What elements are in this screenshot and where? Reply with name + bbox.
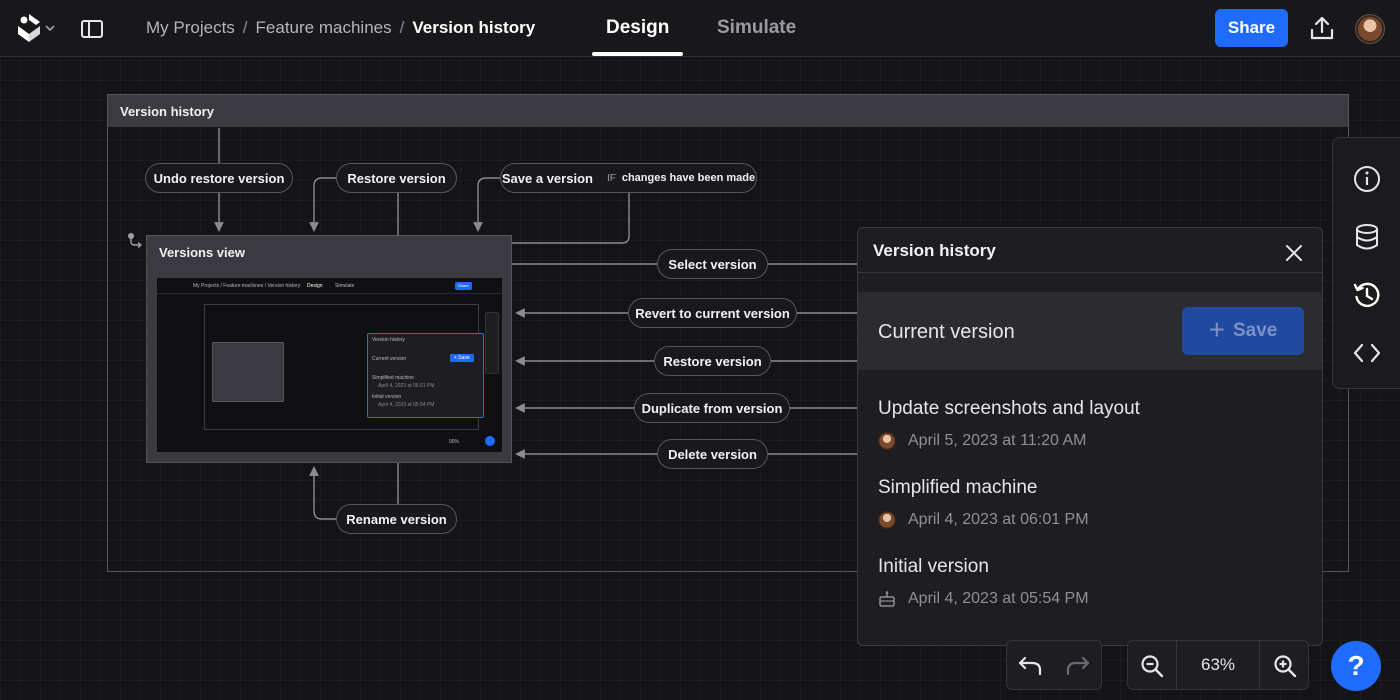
event-label: Save a version — [502, 171, 593, 186]
preview-item-name: Simplified machine — [372, 375, 414, 381]
preview-share-button: Share — [455, 282, 472, 290]
zoom-out-icon[interactable] — [1140, 654, 1164, 678]
event-label: Select version — [668, 257, 756, 272]
chevron-down-icon[interactable] — [44, 22, 56, 34]
event-label: Delete version — [668, 447, 757, 462]
version-name: Simplified machine — [878, 477, 1298, 499]
zoom-controls: 63% — [1127, 640, 1309, 690]
info-icon[interactable] — [1352, 164, 1382, 194]
zoom-level[interactable]: 63% — [1176, 641, 1260, 689]
code-icon[interactable] — [1352, 338, 1382, 368]
top-bar: My Projects / Feature machines / Version… — [0, 0, 1400, 57]
event-save-a-version[interactable]: Save a version IF changes have been made — [500, 163, 757, 193]
database-icon[interactable] — [1352, 222, 1382, 252]
author-avatar — [878, 432, 896, 450]
panel-divider — [858, 272, 1322, 273]
panel-title: Version history — [873, 241, 996, 261]
preview-zoom-level: 90% — [449, 439, 459, 445]
initial-state-icon — [127, 232, 143, 248]
plus-icon: + — [1209, 316, 1225, 344]
share-button[interactable]: Share — [1215, 9, 1288, 47]
history-icon[interactable] — [1352, 280, 1382, 310]
guard-condition: changes have been made — [622, 172, 755, 184]
version-list-item[interactable]: Initial version April 4, 2023 at 05:54 P… — [878, 556, 1298, 608]
current-version-row[interactable]: Current version + Save — [858, 292, 1322, 370]
preview-help-button — [485, 436, 495, 446]
tab-simulate[interactable]: Simulate — [717, 17, 796, 39]
preview-state-node — [212, 342, 284, 402]
version-date: April 5, 2023 at 11:20 AM — [908, 432, 1086, 450]
event-revert-to-current-version[interactable]: Revert to current version — [628, 298, 797, 328]
version-meta: April 4, 2023 at 05:54 PM — [878, 590, 1298, 608]
state-node-title: Versions view — [159, 245, 245, 260]
undo-icon[interactable] — [1017, 653, 1043, 679]
state-node-versions-view[interactable]: Versions view My Projects / Feature mach… — [146, 235, 512, 463]
version-list-item[interactable]: Simplified machine April 4, 2023 at 06:0… — [878, 477, 1298, 529]
right-tool-rail — [1332, 137, 1400, 389]
preview-share-label: Share — [458, 283, 469, 288]
event-restore-version-top[interactable]: Restore version — [336, 163, 457, 193]
breadcrumb-current: Version history — [412, 18, 535, 38]
preview-item-date: April 4, 2023 at 05:54 PM — [378, 402, 434, 408]
breadcrumb-my-projects[interactable]: My Projects — [146, 18, 235, 38]
tab-design[interactable]: Design — [606, 17, 669, 39]
version-name: Update screenshots and layout — [878, 398, 1298, 420]
sidebar-toggle-icon[interactable] — [80, 17, 104, 41]
app-logo-icon[interactable] — [14, 12, 44, 44]
state-node-screenshot: My Projects / Feature machines / Version… — [157, 278, 502, 452]
upload-icon[interactable] — [1308, 14, 1336, 42]
save-version-button[interactable]: + Save — [1182, 307, 1304, 355]
frame-title: Version history — [108, 95, 1348, 127]
breadcrumb-feature-machines[interactable]: Feature machines — [256, 18, 392, 38]
event-delete-version[interactable]: Delete version — [657, 439, 768, 469]
preview-version-panel: Version history Current version + Save S… — [367, 333, 484, 418]
event-label: Undo restore version — [154, 171, 285, 186]
breadcrumb-separator: / — [243, 18, 248, 38]
event-rename-version[interactable]: Rename version — [336, 504, 457, 534]
author-avatar — [878, 511, 896, 529]
preview-panel-title: Version history — [372, 337, 405, 343]
event-label: Revert to current version — [635, 306, 790, 321]
robot-icon — [878, 590, 896, 608]
version-list-item[interactable]: Update screenshots and layout April 5, 2… — [878, 398, 1298, 450]
version-meta: April 5, 2023 at 11:20 AM — [878, 432, 1298, 450]
version-meta: April 4, 2023 at 06:01 PM — [878, 511, 1298, 529]
help-button[interactable]: ? — [1331, 641, 1381, 691]
breadcrumb-separator: / — [400, 18, 405, 38]
preview-item-date: April 4, 2023 at 06:01 PM — [378, 383, 434, 389]
breadcrumb: My Projects / Feature machines / Version… — [146, 18, 535, 38]
version-date: April 4, 2023 at 06:01 PM — [908, 511, 1089, 529]
guard-if-label: IF — [607, 173, 616, 184]
undo-redo-group — [1006, 640, 1102, 690]
preview-current-version: Current version — [372, 356, 406, 362]
current-version-label: Current version — [878, 321, 1015, 344]
active-tab-indicator — [592, 52, 683, 56]
version-date: April 4, 2023 at 05:54 PM — [908, 590, 1089, 608]
event-duplicate-from-version[interactable]: Duplicate from version — [634, 393, 790, 423]
zoom-in-icon[interactable] — [1273, 654, 1297, 678]
preview-save-button: + Save — [450, 354, 474, 362]
event-select-version[interactable]: Select version — [657, 249, 768, 279]
preview-tab-design: Design — [307, 283, 323, 289]
user-avatar[interactable] — [1355, 14, 1385, 44]
event-label: Restore version — [663, 354, 761, 369]
preview-right-rail — [485, 312, 499, 374]
version-history-panel: Version history Current version + Save U… — [857, 227, 1323, 646]
event-label: Restore version — [347, 171, 445, 186]
event-label: Duplicate from version — [642, 401, 783, 416]
event-label: Rename version — [346, 512, 446, 527]
save-label: Save — [1233, 320, 1277, 342]
preview-item-name: Initial version — [372, 394, 401, 400]
event-undo-restore-version[interactable]: Undo restore version — [145, 163, 293, 193]
version-name: Initial version — [878, 556, 1298, 578]
preview-breadcrumb: My Projects / Feature machines / Version… — [193, 283, 300, 289]
redo-icon[interactable] — [1065, 653, 1091, 679]
close-icon[interactable] — [1283, 242, 1305, 264]
event-restore-version[interactable]: Restore version — [654, 346, 771, 376]
preview-tab-simulate: Simulate — [335, 283, 354, 289]
